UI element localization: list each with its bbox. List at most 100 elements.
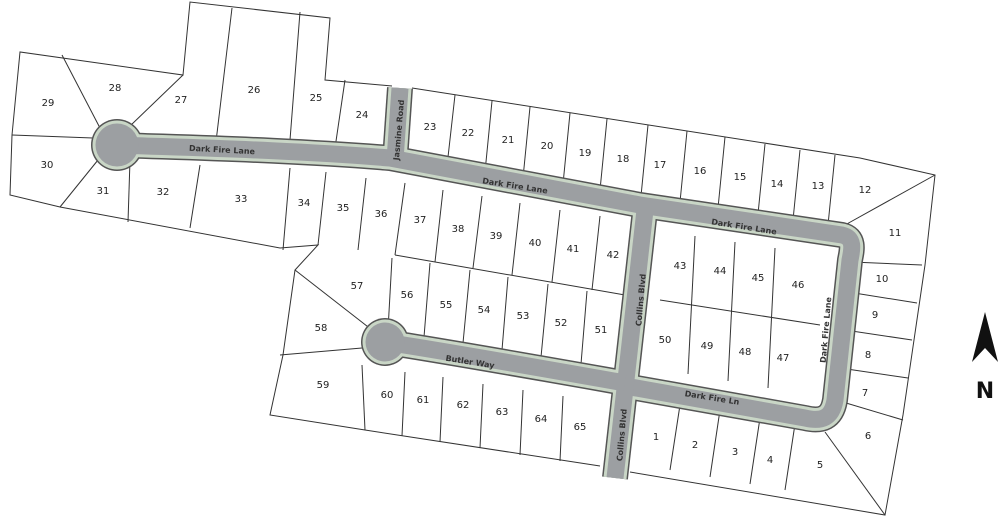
road [116, 133, 864, 431]
lot-number[interactable]: 27 [175, 95, 188, 106]
lot-number[interactable]: 18 [617, 154, 630, 165]
lot-boundary [591, 215, 601, 291]
lot-boundary [294, 269, 373, 331]
lot-number[interactable]: 40 [529, 238, 542, 249]
lot-number[interactable]: 48 [739, 347, 752, 358]
lot-number[interactable]: 60 [381, 390, 394, 401]
lot-number[interactable]: 46 [792, 280, 805, 291]
lot-boundary [439, 376, 444, 443]
lot-number[interactable]: 55 [440, 300, 453, 311]
lot-boundary [189, 164, 201, 229]
lot-number[interactable]: 53 [517, 311, 530, 322]
lot-number[interactable]: 35 [337, 203, 350, 214]
lot-boundary [659, 299, 821, 326]
lot-number[interactable]: 65 [574, 422, 587, 433]
lot-boundary [844, 329, 913, 341]
lot-number[interactable]: 52 [555, 318, 568, 329]
lot-boundary [9, 134, 601, 467]
north-label: N [976, 379, 994, 404]
lot-number[interactable]: 59 [317, 380, 330, 391]
lot-boundary [824, 431, 886, 516]
lot-boundary [792, 149, 801, 221]
lot-number[interactable]: 33 [235, 194, 248, 205]
lot-number[interactable]: 10 [876, 274, 889, 285]
lot-number[interactable]: 39 [490, 231, 503, 242]
lot-number[interactable]: 42 [607, 250, 620, 261]
lot-number[interactable]: 9 [872, 310, 878, 321]
lot-boundary [317, 171, 327, 246]
lot-number[interactable]: 30 [41, 160, 54, 171]
lot-number[interactable]: 1 [653, 432, 659, 443]
lot-number[interactable]: 36 [375, 209, 388, 220]
lot-number[interactable]: 2 [692, 440, 698, 451]
lot-boundary [839, 367, 909, 379]
lot-number[interactable]: 45 [752, 273, 765, 284]
lot-number[interactable]: 61 [417, 395, 430, 406]
lot-number[interactable]: 57 [351, 281, 364, 292]
lot-number[interactable]: 15 [734, 172, 747, 183]
cul-de-sac [95, 123, 139, 167]
lot-number[interactable]: 62 [457, 400, 470, 411]
lot-number[interactable]: 26 [248, 85, 261, 96]
road [383, 333, 627, 392]
lot-number[interactable]: 21 [502, 135, 515, 146]
lot-boundary [679, 130, 688, 203]
lot-number[interactable]: 11 [889, 228, 902, 239]
lot-number[interactable]: 22 [462, 128, 475, 139]
lot-number[interactable]: 13 [812, 181, 825, 192]
lot-boundary [511, 202, 521, 276]
lot-number[interactable]: 23 [424, 122, 437, 133]
lot-number[interactable]: 14 [771, 179, 784, 190]
lot-number[interactable]: 56 [401, 290, 414, 301]
lot-number[interactable]: 41 [567, 244, 580, 255]
lot-boundary [423, 262, 431, 338]
lot-boundary [484, 100, 493, 173]
lot-boundary [767, 247, 776, 389]
lot-number[interactable]: 29 [42, 98, 55, 109]
road [116, 136, 861, 428]
lot-number[interactable]: 5 [817, 460, 823, 471]
lot-number[interactable]: 7 [862, 388, 868, 399]
lot-number[interactable]: 54 [478, 305, 491, 316]
lot-number[interactable]: 4 [767, 455, 773, 466]
lot-number[interactable]: 17 [654, 160, 667, 171]
lot-boundary [127, 159, 131, 223]
lot-number[interactable]: 24 [356, 110, 369, 121]
road [606, 209, 654, 479]
lot-boundary [279, 347, 363, 356]
lot-number[interactable]: 32 [157, 187, 170, 198]
lot-number[interactable]: 28 [109, 83, 122, 94]
lot-number[interactable]: 8 [865, 350, 871, 361]
lot-number[interactable]: 6 [865, 431, 871, 442]
lot-boundary [851, 261, 923, 266]
lot-boundary [827, 154, 836, 226]
lot-number[interactable]: 34 [298, 198, 311, 209]
lot-number[interactable]: 12 [859, 185, 872, 196]
lot-number[interactable]: 43 [674, 261, 687, 272]
lot-number[interactable]: 3 [732, 447, 738, 458]
lot-number[interactable]: 16 [694, 166, 707, 177]
street-name: Dark Fire Lane [189, 144, 256, 156]
lot-number[interactable]: 20 [541, 141, 554, 152]
lot-boundary [282, 167, 291, 251]
lot-number[interactable]: 64 [535, 414, 548, 425]
lot-number[interactable]: 51 [595, 325, 608, 336]
lot-boundary [434, 189, 444, 263]
lot-number[interactable]: 44 [714, 266, 727, 277]
lot-number[interactable]: 50 [659, 335, 672, 346]
lot-number[interactable]: 63 [496, 407, 509, 418]
lot-number[interactable]: 49 [701, 341, 714, 352]
lot-number[interactable]: 25 [310, 93, 323, 104]
lot-boundary [844, 174, 936, 226]
lot-number[interactable]: 38 [452, 224, 465, 235]
lot-number[interactable]: 19 [579, 148, 592, 159]
lot-number[interactable]: 47 [777, 353, 790, 364]
lot-boundary [640, 124, 649, 197]
lot-boundary [559, 395, 564, 462]
lot-number[interactable]: 58 [315, 323, 328, 334]
lot-lines [9, 1, 936, 516]
lot-boundary [289, 11, 301, 141]
lot-number[interactable]: 37 [414, 215, 427, 226]
lot-number[interactable]: 31 [97, 186, 110, 197]
